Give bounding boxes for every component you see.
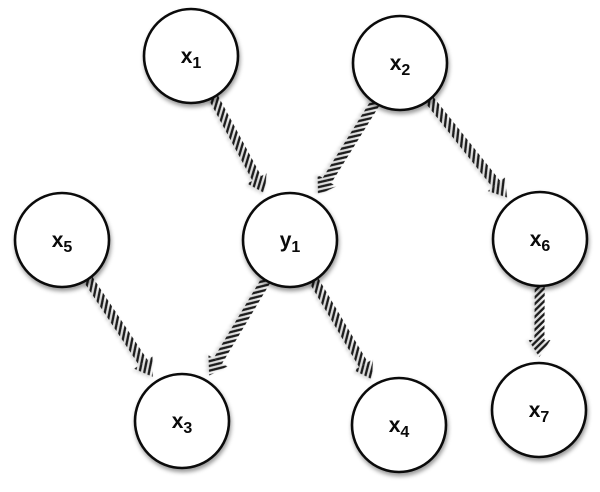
edge-x6-x7	[528, 284, 551, 358]
node-x2-label: x2	[390, 52, 411, 79]
arrow-head-icon	[487, 177, 508, 198]
node-x2: x2	[351, 14, 449, 112]
node-x4-label: x4	[389, 414, 410, 441]
node-x7-label: x7	[529, 399, 550, 426]
arrow-shaft	[213, 276, 271, 364]
arrow-head-icon	[247, 173, 267, 194]
node-x6-label: x6	[530, 228, 551, 255]
edge-x5-x3	[83, 275, 153, 377]
arrow-head-icon	[134, 356, 153, 377]
node-x3-label: x3	[172, 410, 193, 437]
node-x3: x3	[133, 372, 231, 470]
node-x1-label: x1	[181, 45, 202, 72]
node-x5-circle	[13, 191, 111, 289]
arrow-head-icon	[353, 359, 373, 380]
edge-y1-x3	[208, 276, 271, 376]
node-x7: x7	[490, 361, 588, 459]
arrow-shaft	[424, 95, 501, 188]
node-x6: x6	[491, 190, 589, 288]
node-x1-circle	[142, 7, 240, 105]
node-x4-circle	[350, 376, 448, 474]
node-y1-label: y1	[280, 229, 301, 256]
node-x5: x5	[13, 191, 111, 289]
arrow-shaft	[83, 275, 148, 366]
edge-x2-x6	[424, 95, 508, 198]
edges-layer	[83, 94, 551, 380]
node-x5-label: x5	[52, 229, 73, 256]
node-x6-circle	[491, 190, 589, 288]
arrow-head-icon	[528, 339, 551, 358]
arrow-shaft	[322, 99, 380, 184]
nodes-layer: x1 x2 x5 y1 x6 x3 x4 x7	[13, 7, 589, 474]
node-y1: y1	[241, 191, 339, 289]
arrow-shaft	[534, 284, 545, 341]
arrow-head-icon	[208, 355, 228, 376]
arrow-shaft	[309, 277, 368, 368]
edge-x1-y1	[208, 94, 267, 194]
node-x4: x4	[350, 376, 448, 474]
node-x7-circle	[490, 361, 588, 459]
arrow-head-icon	[317, 174, 337, 195]
edge-x2-y1	[317, 99, 380, 195]
node-x3-circle	[133, 372, 231, 470]
node-y1-circle	[241, 191, 339, 289]
arrow-shaft	[208, 94, 262, 181]
edge-y1-x4	[309, 277, 373, 380]
node-x1: x1	[142, 7, 240, 105]
node-x2-circle	[351, 14, 449, 112]
